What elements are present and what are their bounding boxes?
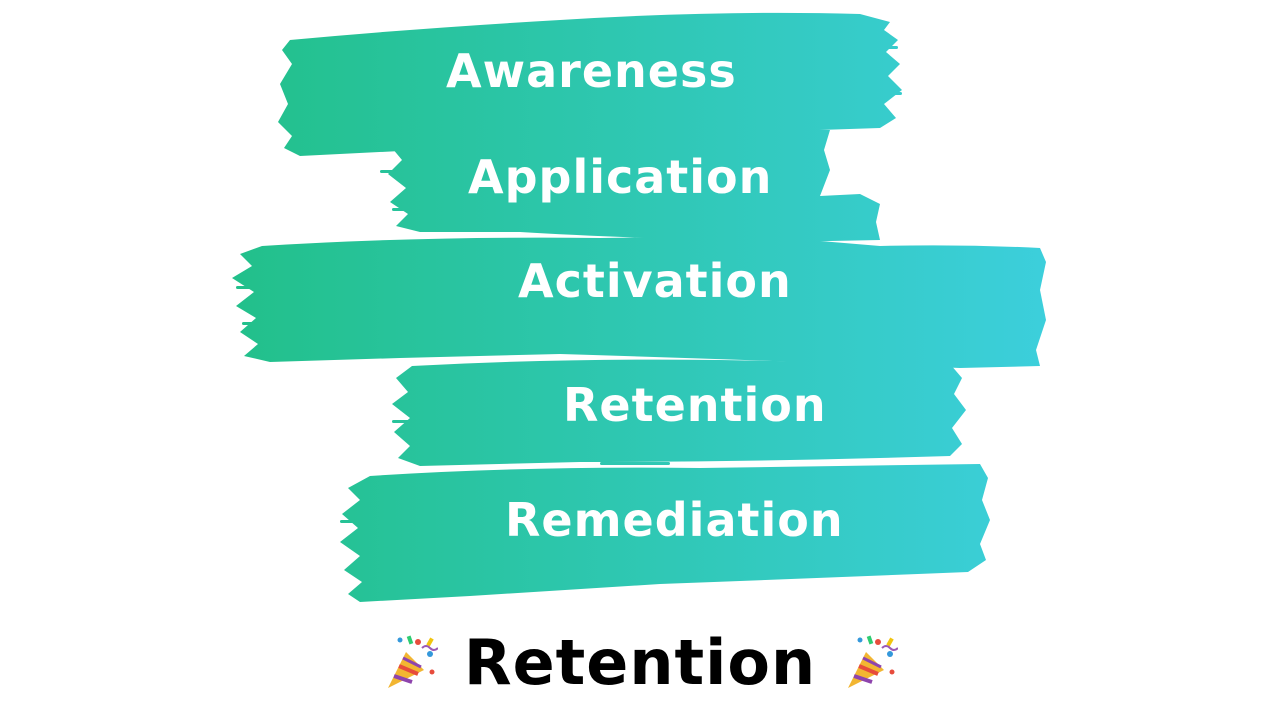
party-popper-icon	[382, 632, 438, 692]
stage-retention: Retention	[563, 382, 827, 428]
stage-remediation: Remediation	[505, 497, 844, 543]
stage-application: Application	[468, 154, 772, 200]
party-popper-icon	[842, 632, 898, 692]
stage-activation: Activation	[518, 258, 792, 304]
stage-awareness: Awareness	[446, 48, 737, 94]
highlight-row: Retention	[0, 622, 1280, 702]
highlighted-stage-label: Retention	[464, 626, 816, 699]
